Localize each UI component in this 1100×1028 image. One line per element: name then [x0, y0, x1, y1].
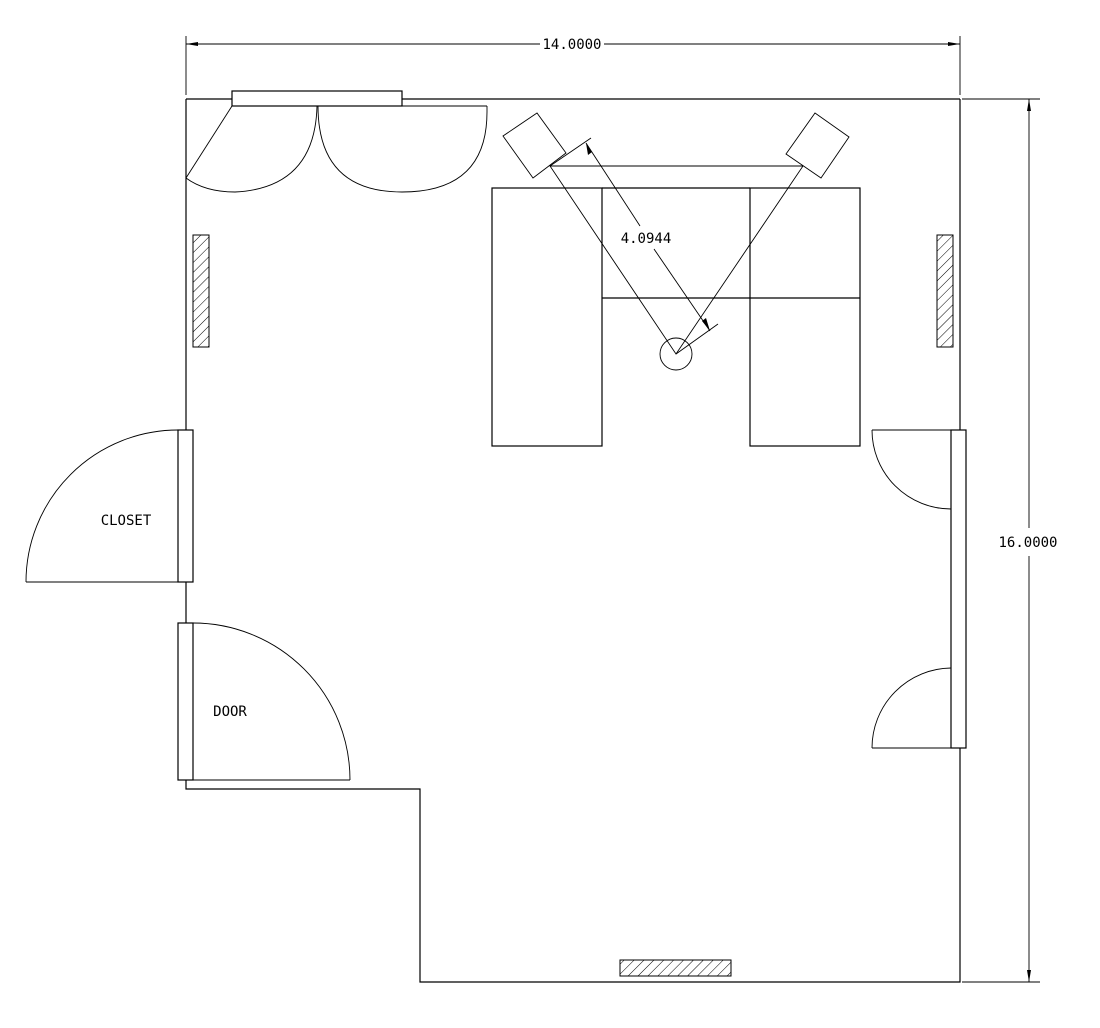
acoustic-panel-bottom — [619, 959, 732, 977]
listening-distance-label: 4.0944 — [621, 231, 672, 247]
acoustic-panel-left — [192, 234, 210, 348]
entry-door[interactable]: DOOR — [177, 622, 351, 781]
speaker-left — [502, 112, 567, 179]
width-dimension-label: 14.0000 — [542, 37, 601, 53]
right-closet[interactable] — [871, 429, 967, 749]
listening-triangle: 4.0944 — [549, 137, 804, 371]
height-dimension-label: 16.0000 — [998, 535, 1057, 551]
door-label: DOOR — [213, 704, 247, 720]
listening-position — [659, 337, 693, 371]
closet-door[interactable]: CLOSET — [25, 429, 194, 583]
height-dimension: 16.0000 — [962, 98, 1058, 983]
acoustic-panel-right — [936, 234, 954, 348]
top-window — [231, 90, 403, 107]
closet-label: CLOSET — [101, 513, 152, 529]
room-walls — [185, 98, 961, 983]
width-dimension: 14.0000 — [185, 36, 961, 95]
desk — [491, 187, 861, 447]
speaker-right — [785, 112, 850, 179]
double-door[interactable] — [185, 105, 488, 193]
